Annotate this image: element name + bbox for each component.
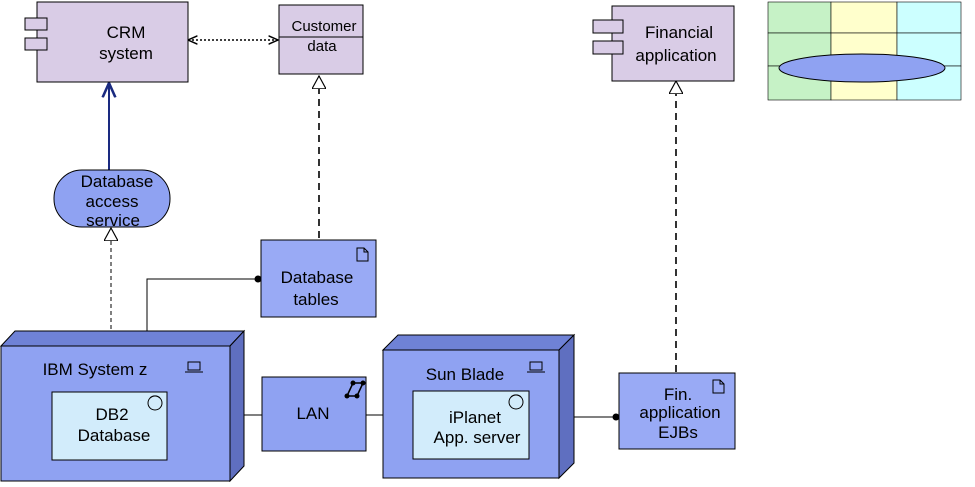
db2-label-line1: DB2 <box>95 405 128 424</box>
device-icon <box>185 361 203 373</box>
customer-data-line1: Customer <box>291 18 356 35</box>
system-software-icon <box>147 395 163 411</box>
financial-app-line1: Financial <box>645 23 713 42</box>
tables-label-line1: Database <box>281 268 354 287</box>
ibm-label: IBM System z <box>43 360 148 379</box>
network-icon <box>344 380 366 399</box>
sun-blade-label: Sun Blade <box>426 365 504 384</box>
assignment-dot <box>612 413 620 421</box>
system-software-icon <box>508 394 524 410</box>
crm-label-line1: CRM <box>107 23 146 42</box>
lan-network[interactable]: LAN <box>261 376 367 452</box>
ejbs-label-line3: EJBs <box>658 423 698 442</box>
db2-label-line2: Database <box>78 426 151 445</box>
device-icon <box>527 361 545 373</box>
iplanet-label-line2: App. server <box>434 428 521 447</box>
service-label-line3: service <box>86 211 140 230</box>
color-legend <box>767 1 962 101</box>
iplanet-app-server[interactable]: iPlanet App. server <box>412 390 530 460</box>
artifact-icon <box>356 247 369 262</box>
artifact-icon <box>712 379 725 394</box>
component-icon <box>592 40 624 55</box>
ejbs-label-line1: Fin. <box>664 385 692 404</box>
crm-label-line2: system <box>99 44 153 63</box>
legend-ellipse <box>778 53 946 83</box>
crm-system-component[interactable]: CRM system <box>24 1 189 83</box>
financial-application-component[interactable]: Financial application <box>592 5 735 82</box>
iplanet-label-line1: iPlanet <box>449 408 501 427</box>
db2-database-system-software[interactable]: DB2 Database <box>51 391 168 461</box>
service-label-line2: access <box>86 192 139 211</box>
lan-label: LAN <box>296 404 329 423</box>
service-label-line1: Database <box>81 172 154 191</box>
customer-data-object[interactable]: Customer data <box>278 4 364 75</box>
financial-app-line2: application <box>635 46 716 65</box>
fin-application-ejbs-artifact[interactable]: Fin. application EJBs <box>618 372 736 450</box>
database-tables-artifact[interactable]: Database tables <box>260 239 377 318</box>
assignment-dot <box>254 275 262 283</box>
component-icon <box>24 17 48 31</box>
component-icon <box>592 19 624 34</box>
tables-label-line2: tables <box>293 290 338 309</box>
customer-data-line2: data <box>307 38 337 55</box>
ejbs-label-line2: application <box>639 403 720 422</box>
component-icon <box>24 37 48 51</box>
database-access-service[interactable]: Database access service <box>53 169 171 230</box>
